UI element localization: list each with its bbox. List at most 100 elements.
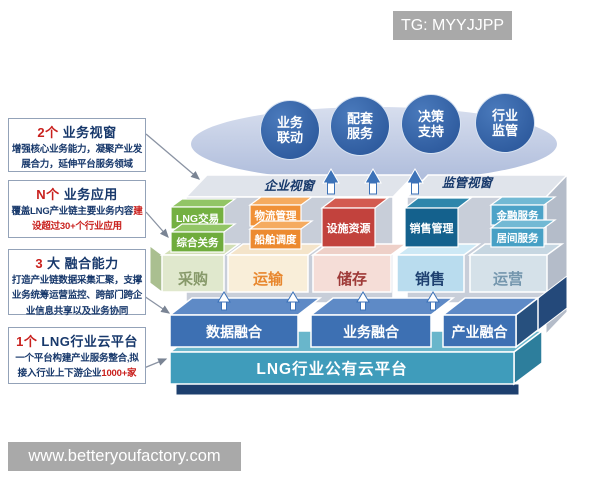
circle-label-line: 配套 (346, 110, 373, 126)
app-facility-resources (320, 197, 390, 248)
circle-label-line: 业务 (276, 114, 303, 130)
app-ship-dispatch (248, 220, 314, 250)
slab-data-fusion (167, 297, 323, 348)
segment-label-transport: 运输 (253, 270, 284, 288)
circle-label-line: 联动 (276, 130, 303, 145)
under-strip (175, 383, 520, 396)
annotation-body: 一个平台构建产业服务整合,拟接入行业上下游企业1000+家 (15, 353, 139, 380)
top-face (169, 198, 237, 208)
watermark-site-text: www.betteryoufactory.com (28, 447, 221, 465)
segment-storage (310, 243, 409, 293)
front-face (396, 254, 465, 293)
annotation-number: 2个 (37, 125, 59, 140)
annotation-number: N个 (36, 187, 60, 202)
circle-business-linkage: 业务 联动 (260, 100, 320, 160)
front-face (169, 314, 299, 348)
connector-line (143, 295, 171, 314)
app-label-customs: 综合关务 (177, 236, 219, 249)
up-arrow-icon (406, 167, 424, 195)
slab-industry-fusion (440, 296, 541, 349)
front-face (490, 227, 545, 248)
circle-label-line: 监管 (491, 123, 518, 138)
up-arrow-icon (322, 167, 340, 195)
small-up-arrow-icon (356, 291, 370, 311)
app-label-financial-services: 金融服务 (496, 209, 539, 222)
annotation-body: 增强核心业务能力，凝聚产业发展合力，延伸平台服务领域 (11, 144, 143, 171)
fusion-label-industry: 产业融合 (452, 324, 509, 340)
front-face (169, 351, 515, 385)
fusion-label-business: 业务融合 (343, 324, 400, 340)
annotation-title-text: 业务视窗 (62, 125, 117, 140)
connector-line (145, 133, 200, 180)
annotation-connectors (143, 133, 200, 369)
front-face (227, 254, 309, 293)
watermark-tg: TG: MYYJJPP (393, 11, 512, 40)
connector-line (145, 211, 169, 238)
app-label-logistics: 物流管理 (255, 209, 297, 222)
front-face (170, 231, 225, 253)
front-face (442, 314, 517, 348)
app-label-ship-dispatch: 船舶调度 (255, 233, 297, 246)
small-up-arrow-icon (217, 291, 231, 311)
up-arrow-icon (364, 167, 382, 195)
app-sales-management (403, 197, 473, 248)
enterprise-window-label: 企业视窗 (264, 179, 317, 193)
watermark-site: www.betteryoufactory.com (8, 442, 241, 471)
segment-label-operations: 运营 (493, 271, 523, 288)
fusion-label-data: 数据融合 (206, 324, 263, 340)
up-arrows-small (217, 291, 440, 311)
annotation-business-windows: 2个业务视窗 增强核心业务能力，凝聚产业发展合力，延伸平台服务领域 (8, 118, 146, 172)
base-layer-label: LNG行业公有云平台 (256, 359, 407, 378)
annotation-highlight: 建设超过30+个行业应用 (32, 206, 143, 233)
annotation-title-text: 业务应用 (63, 187, 118, 202)
app-intermediary-services (489, 219, 557, 248)
annotation-body: 覆盖LNG产业链主要业务内容建设超过30+个行业应用 (11, 206, 143, 233)
front-face (312, 254, 392, 293)
circle-supporting-services: 配套 服务 (330, 96, 390, 156)
app-customs (169, 223, 237, 253)
top-face (489, 196, 557, 206)
circle-label-line: 决策 (417, 108, 444, 124)
annotation-title: 2个业务视窗 (11, 122, 143, 141)
circle-industry-regulation: 行业 监管 (475, 93, 535, 153)
up-arrows-top (322, 167, 424, 195)
segment-label-sales: 销售 (415, 270, 445, 288)
circle-label-line: 行业 (491, 107, 518, 123)
app-label-lng-trading: LNG交易 (176, 212, 219, 225)
top-face (248, 196, 314, 206)
annotation-body: 打造产业链数据采集汇聚，支撑业务统筹运营监控、跨部门跨企业信息共享以及业务协同 (11, 275, 143, 317)
small-up-arrow-icon (426, 291, 440, 311)
watermark-tg-text: TG: MYYJJPP (400, 16, 505, 34)
circle-label-line: 服务 (346, 126, 373, 141)
side-face (149, 245, 163, 293)
annotation-highlight: 1000+家 (101, 368, 137, 380)
top-face (248, 220, 314, 230)
app-label-facility-resources: 设施资源 (327, 221, 371, 235)
front-face (249, 228, 302, 250)
slab-business-fusion (308, 297, 456, 348)
small-up-arrow-icon (286, 291, 300, 311)
segment-label-storage: 储存 (337, 270, 367, 288)
annotation-title-text: 大 融合能力 (47, 256, 119, 271)
connector-line (143, 358, 168, 369)
fusion-slabs (167, 296, 541, 349)
front-face (310, 314, 432, 348)
annotation-business-apps: N个业务应用 覆盖LNG产业链主要业务内容建设超过30+个行业应用 (8, 180, 146, 238)
app-label-sales-management: 销售管理 (410, 221, 454, 235)
app-label-intermediary-services: 居间服务 (497, 232, 539, 245)
circle-label-line: 支持 (417, 124, 444, 139)
segment-label-procurement: 采购 (177, 270, 208, 288)
front-face (321, 207, 376, 248)
circle-decision-support: 决策 支持 (401, 94, 461, 154)
app-cubes (169, 196, 557, 253)
annotation-title-text: LNG行业云平台 (41, 334, 138, 349)
front-face (404, 207, 459, 248)
annotation-title: N个业务应用 (11, 184, 143, 203)
regulatory-window-label: 监管视窗 (442, 176, 495, 190)
annotation-number: 1个 (16, 334, 38, 349)
